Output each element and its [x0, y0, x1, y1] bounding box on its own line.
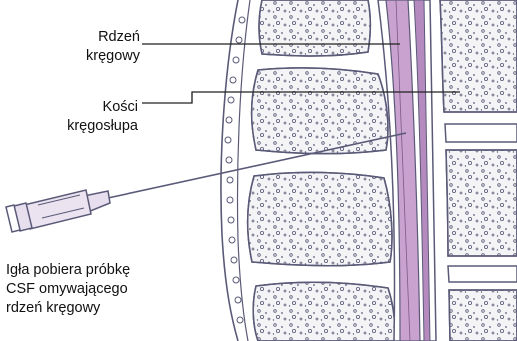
- needle-caption-line-2: CSF omywającego: [6, 280, 130, 299]
- spinal-cord-label-line-2: kręgowy: [86, 47, 140, 66]
- needle-caption: Igła pobiera próbkę CSF omywającego rdze…: [6, 261, 130, 318]
- spinal-cord-label-line-1: Rdzeń: [86, 28, 140, 47]
- spinal-cord-label: Rdzeń kręgowy: [86, 28, 140, 66]
- posterior-vertebrae: [248, 0, 395, 341]
- needle-caption-line-1: Igła pobiera próbkę: [6, 261, 130, 280]
- needle-caption-line-3: rdzeń kręgowy: [6, 299, 130, 318]
- vertebrae-label: Kości kręgosłupa: [67, 98, 138, 136]
- anterior-vertebrae: [440, 0, 517, 341]
- vertebrae-label-line-2: kręgosłupa: [67, 117, 138, 136]
- vertebrae-label-line-1: Kości: [67, 98, 138, 117]
